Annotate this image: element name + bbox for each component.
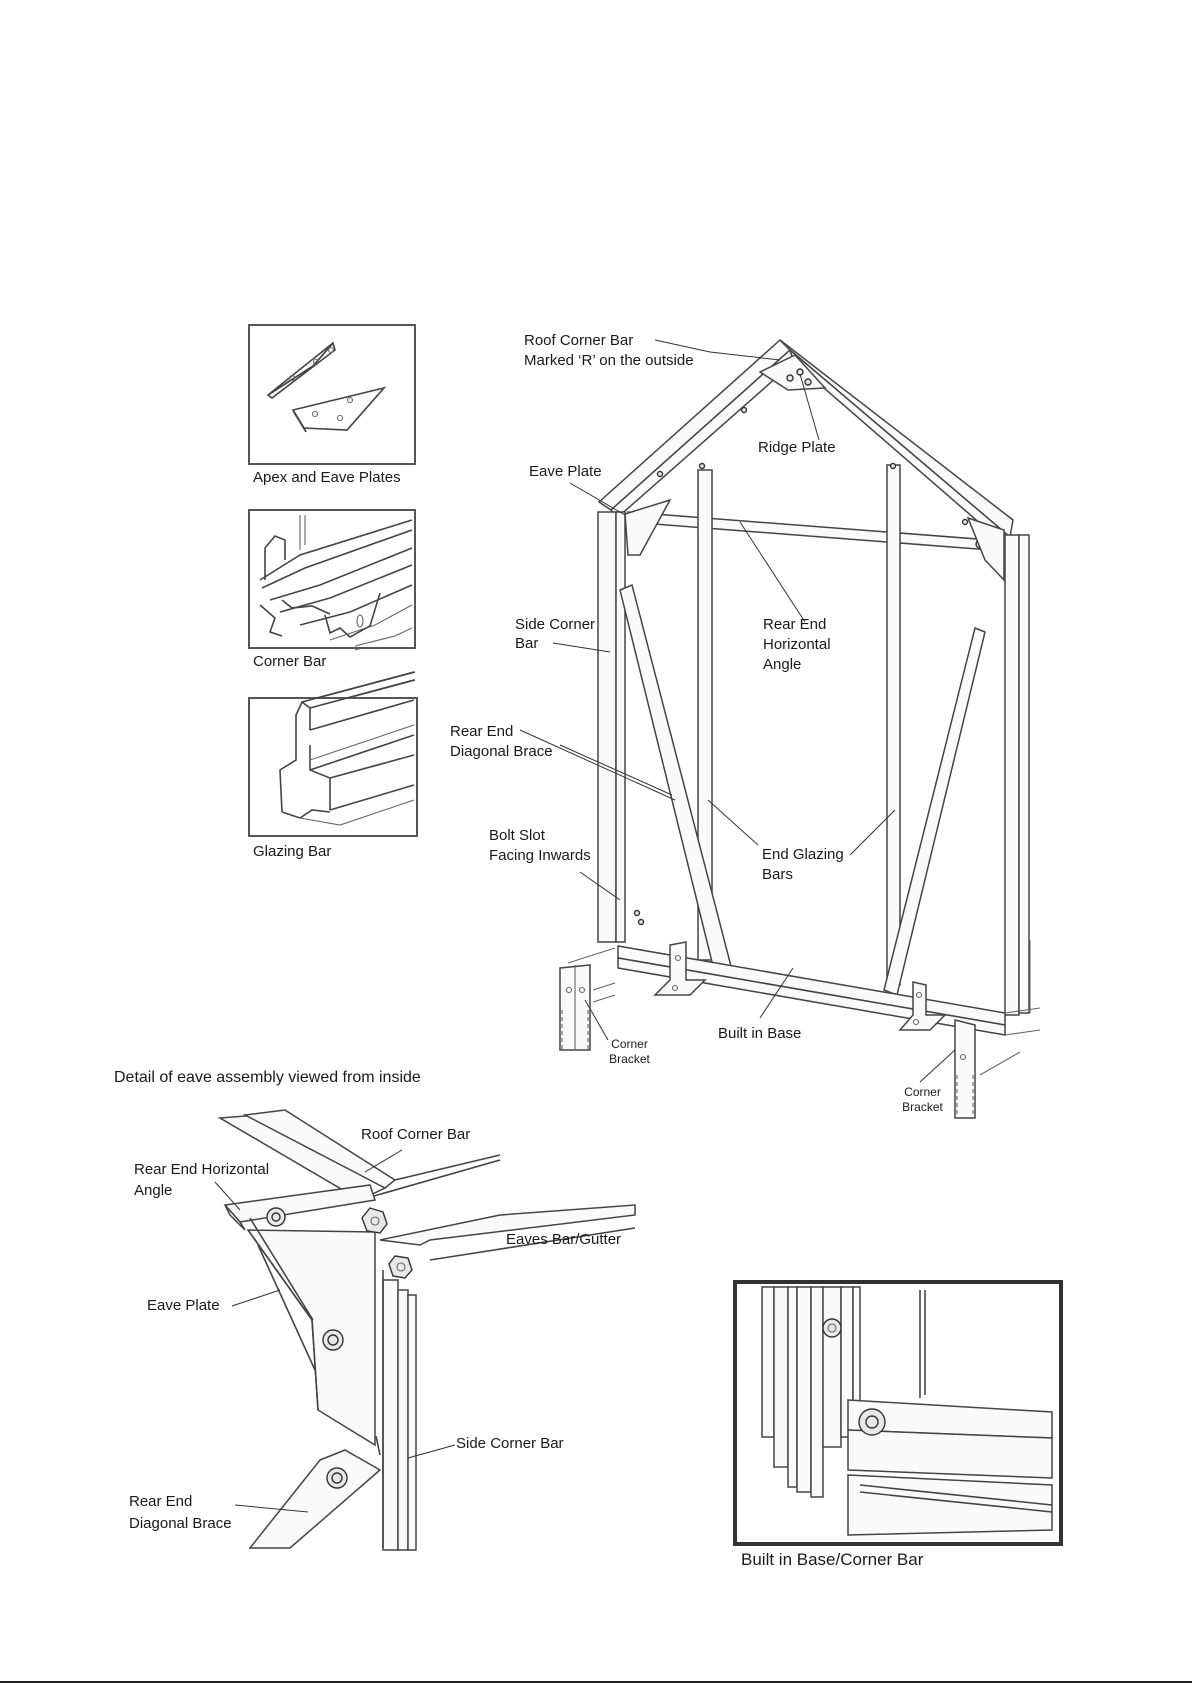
ridge-plate-label: Ridge Plate — [758, 439, 836, 456]
eave-plate-label: Eave Plate — [529, 463, 602, 480]
corner-bracket-right-label-1: Corner — [904, 1085, 941, 1099]
glazing-bar-caption: Glazing Bar — [253, 843, 332, 860]
glazing-bar-frame — [248, 697, 418, 837]
eave-detail-side-corner-bar-label: Side Corner Bar — [456, 1435, 564, 1452]
eave-detail-eaves-bar-label: Eaves Bar/Gutter — [506, 1231, 622, 1248]
built-in-base-label: Built in Base — [718, 1025, 802, 1042]
page-bottom-rule — [0, 1681, 1192, 1683]
eave-detail-horizontal-label-2: Angle — [134, 1182, 173, 1199]
corner-bar-caption: Corner Bar — [253, 653, 327, 670]
side-corner-bar-label-2: Bar — [515, 635, 539, 652]
eave-detail-diagonal-label-1: Rear End — [129, 1493, 193, 1510]
rear-end-horizontal-label-1: Rear End — [763, 616, 827, 633]
apex-eave-plates-caption: Apex and Eave Plates — [253, 469, 401, 486]
rear-end-horizontal-label-3: Angle — [763, 656, 802, 673]
roof-corner-bar-note: Marked ‘R’ on the outside — [524, 352, 694, 369]
roof-corner-bar-label: Roof Corner Bar — [524, 332, 634, 349]
apex-eave-plates-art — [266, 341, 387, 433]
eave-detail-eave-plate-label: Eave Plate — [147, 1297, 220, 1314]
corner-bracket-left-label-1: Corner — [611, 1037, 648, 1051]
eave-detail-horizontal-label-1: Rear End Horizontal — [134, 1161, 270, 1178]
corner-brackets — [559, 941, 1021, 1119]
corner-bracket-right-label-2: Bracket — [902, 1100, 943, 1114]
corner-bar-art — [259, 515, 413, 647]
end-glazing-label-1: End Glazing — [762, 846, 844, 863]
eave-detail-roof-corner-bar-label: Roof Corner Bar — [361, 1126, 471, 1143]
corner-bracket-left-label-2: Bracket — [609, 1052, 650, 1066]
rear-end-horizontal-label-2: Horizontal — [763, 636, 831, 653]
base-detail-caption: Built in Base/Corner Bar — [741, 1550, 924, 1569]
base-detail-illustration — [733, 1280, 1063, 1546]
end-glazing-label-2: Bars — [762, 866, 793, 883]
glazing-bar-art — [279, 671, 415, 826]
rear-end-diagonal-label-1: Rear End — [450, 723, 514, 740]
eave-detail-heading: Detail of eave assembly viewed from insi… — [114, 1069, 421, 1086]
eave-detail-diagonal-label-2: Diagonal Brace — [129, 1515, 232, 1532]
side-corner-bar-label-1: Side Corner — [515, 616, 596, 633]
bolt-slot-label-2: Facing Inwards — [489, 847, 591, 864]
eave-detail-leaders — [214, 1149, 456, 1513]
bolt-slot-label-1: Bolt Slot — [489, 827, 545, 844]
main-leaders — [519, 339, 956, 1083]
rear-end-diagonal-label-2: Diagonal Brace — [450, 743, 553, 760]
corner-bar-frame — [248, 509, 416, 649]
rear-end-frame — [597, 338, 1041, 1036]
eave-detail-illustration — [217, 1109, 636, 1551]
